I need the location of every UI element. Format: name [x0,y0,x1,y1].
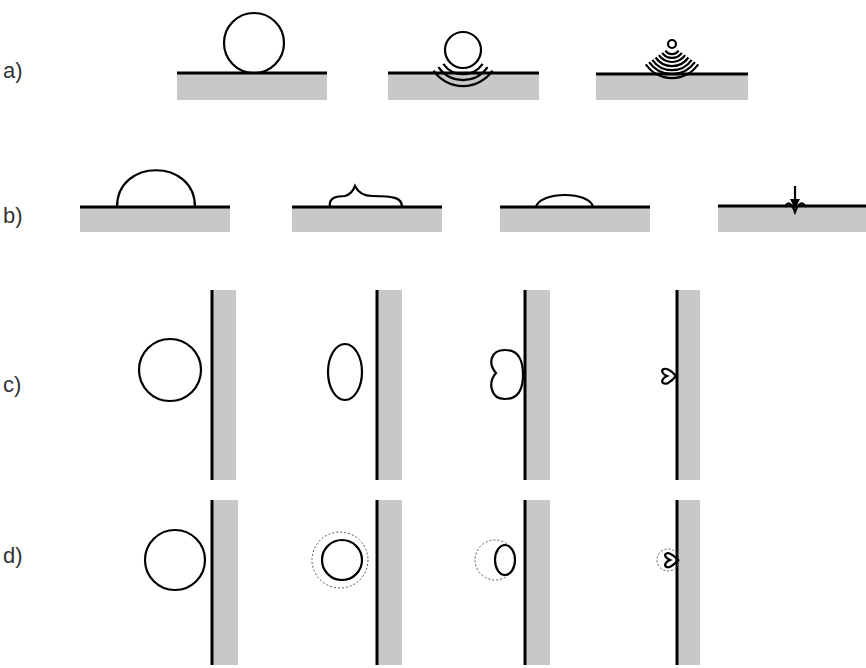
row-label: a) [3,58,23,83]
bubbles-row-b [117,170,806,212]
row-label-slot: a) [3,58,23,84]
bubbles-row-a [224,13,698,86]
surface-lines [80,73,866,665]
row-label-slot: d) [3,543,23,569]
bubbles-row-d [145,530,679,590]
row-label-slot: c) [3,372,21,398]
solid-surfaces [80,73,866,665]
bubbles-row-c [139,339,676,401]
row-label: d) [3,543,23,568]
row-label: b) [3,203,23,228]
row-label-slot: b) [3,203,23,229]
row-label: c) [3,372,21,397]
